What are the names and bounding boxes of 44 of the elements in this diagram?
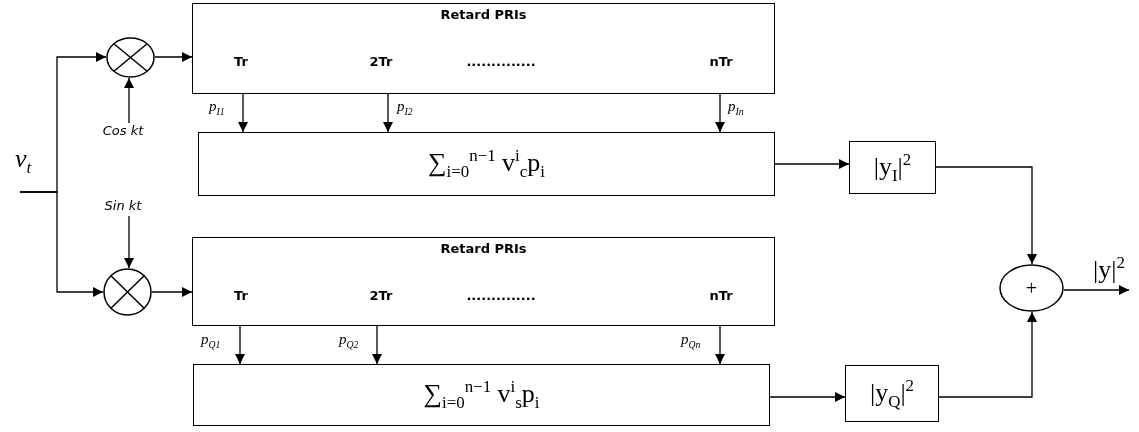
delay-tap-label: nTr — [709, 54, 733, 69]
summing-junction — [999, 264, 1064, 312]
delay-tap-label: nTr — [709, 288, 733, 303]
arrow — [124, 77, 134, 124]
delay-tap-label: .............. — [466, 288, 536, 303]
delay-block — [192, 3, 775, 94]
arrow — [774, 159, 850, 169]
arrow — [769, 392, 846, 402]
multiplier-symbol — [106, 37, 155, 78]
summation-formula: ∑$_{i=0}$$^{n−1}$ v$^{i}$$_{s}$p$_{i}$ — [423, 377, 540, 413]
summation-formula: ∑$_{i=0}$$^{n−1}$ v$^{i}$$_{c}$p$_{i}$ — [427, 146, 545, 182]
carrier-label: Sin kt — [103, 198, 143, 213]
summation-block — [198, 132, 775, 196]
arrow — [154, 52, 193, 62]
arrow — [383, 93, 393, 133]
squaring-block — [845, 365, 939, 422]
multiplier-symbol — [103, 268, 152, 316]
magnitude-squared-formula: |y$_{I}$|$^{2}$ — [873, 149, 912, 186]
arrow — [19, 191, 104, 297]
arrow — [235, 325, 245, 365]
arrow — [935, 166, 1037, 265]
block-title: Retard PRIs — [439, 7, 528, 22]
delay-tap-label: 2Tr — [369, 54, 393, 69]
delay-block — [192, 237, 775, 326]
output-signal-label: |y|$^{2}$ — [1092, 252, 1126, 285]
arrow — [715, 93, 725, 133]
block-title: Retard PRIs — [439, 241, 528, 256]
arrow — [938, 311, 1037, 398]
carrier-label: Cos kt — [101, 123, 145, 138]
arrow — [1063, 285, 1130, 295]
arrow — [372, 325, 382, 365]
delay-tap-label: 2Tr — [369, 288, 393, 303]
plus-sign: + — [1025, 276, 1038, 300]
input-signal-label: v$_{t}$ — [13, 146, 33, 180]
delay-tap-label: Tr — [234, 288, 248, 303]
summation-block — [193, 364, 770, 426]
arrow — [151, 287, 193, 297]
magnitude-squared-formula: |y$_{Q}$|$^{2}$ — [869, 375, 915, 412]
arrow — [124, 215, 134, 269]
squaring-block — [849, 141, 936, 194]
arrow — [715, 325, 725, 365]
delay-tap-label: Tr — [234, 54, 248, 69]
delay-tap-label: .............. — [466, 54, 536, 69]
arrow — [238, 93, 248, 133]
